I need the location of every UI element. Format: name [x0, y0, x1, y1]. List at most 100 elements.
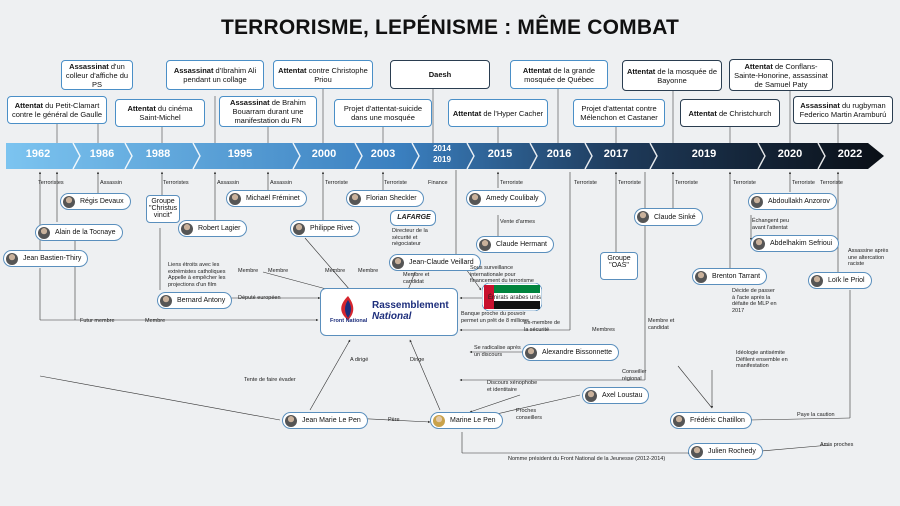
person-loustau[interactable]: Axel Loustau — [582, 387, 650, 404]
person-anzorov[interactable]: Abdoullakh Anzorov — [748, 193, 837, 210]
year-2015: 2015 — [487, 148, 513, 160]
person-hermant[interactable]: Claude Hermant — [476, 236, 554, 253]
year-1995: 1995 — [227, 148, 253, 160]
avatar — [38, 226, 50, 239]
group-oas[interactable]: Groupe "OAS" — [600, 252, 638, 280]
label-radicalise: Se radicalise après un discours — [474, 345, 521, 358]
label-membre-4: Membre — [325, 268, 346, 274]
person-antony[interactable]: Bernard Antony — [157, 292, 233, 309]
label-futur-membre: Futur membre — [80, 318, 115, 324]
person-tocnaye[interactable]: Alain de la Tocnaye — [35, 224, 123, 241]
group-christus-vincit[interactable]: Groupe "Christus vincit" — [146, 195, 180, 223]
year-2003: 2003 — [370, 148, 396, 160]
label-assassin-2: Assassin — [217, 180, 240, 186]
year-2000: 2000 — [311, 148, 337, 160]
event-quebec: Attentat de la grande mosquée de Québec — [510, 60, 608, 89]
year-2019-b: 2019 — [691, 148, 717, 160]
label-vente-armes: Vente d'armes — [500, 219, 535, 225]
person-rivet[interactable]: Philippe Rivet — [290, 220, 360, 237]
event-melenchon: Projet d'attentat contre Mélenchon et Ca… — [573, 99, 665, 127]
label-membre-candidat-2: Membre et candidat — [648, 318, 675, 331]
avatar — [751, 195, 763, 208]
year-1962: 1962 — [25, 148, 51, 160]
label-terroriste-7: Terroriste — [733, 180, 756, 186]
year-2022: 2022 — [837, 148, 863, 160]
avatar — [695, 270, 707, 283]
person-coulibaly[interactable]: Amedy Coulibaly — [466, 190, 546, 207]
label-directeur: Directeur de la sécurité et négociateur — [392, 228, 428, 247]
label-membre-3: Membre — [268, 268, 289, 274]
label-surveillance: Sous surveillance internationale pour fi… — [470, 265, 534, 284]
avatar — [349, 192, 361, 205]
person-freminet[interactable]: Michaël Fréminet — [226, 190, 307, 207]
avatar — [63, 195, 75, 208]
label-terroriste-3: Terroriste — [500, 180, 523, 186]
label-echangent: Échangent peu avant l'attentat — [752, 218, 790, 231]
label-ex-membre: Ex-membre de la sécurité — [524, 320, 561, 333]
avatar — [293, 222, 305, 235]
label-membre-2: Membre — [238, 268, 259, 274]
label-ideologie: Idéologie antisémite Défilent ensemble e… — [736, 350, 788, 369]
avatar — [433, 414, 445, 427]
year-2019-a: 2019 — [433, 155, 451, 164]
label-decide: Décide de passer à l'acte après la défai… — [732, 288, 777, 314]
uae-label: Émirats arabes unis — [488, 295, 542, 301]
person-le-priol[interactable]: Loïk le Priol — [808, 272, 872, 289]
label-assassin-3: Assassin — [270, 180, 293, 186]
person-bastien-thiry[interactable]: Jean Bastien-Thiry — [3, 250, 89, 267]
person-tarrant[interactable]: Brenton Tarrant — [692, 268, 768, 285]
avatar — [6, 252, 18, 265]
uae-flag-icon — [482, 283, 542, 311]
person-bissonnette[interactable]: Alexandre Bissonnette — [522, 344, 620, 361]
person-rochedy[interactable]: Julien Rochedy — [688, 443, 763, 460]
event-colleur-ps: Assassinat d'un colleur d'affiche du PS — [61, 60, 133, 90]
label-banque: Banque proche du pouvoir permet un prêt … — [461, 311, 529, 324]
person-sefrioui[interactable]: Abdelhakim Sefrioui — [750, 235, 840, 252]
person-sheckler[interactable]: Florian Sheckler — [346, 190, 424, 207]
event-mosquee-projet: Projet d'attentat-suicide dans une mosqu… — [334, 99, 432, 127]
label-dirige: Dirige — [410, 357, 425, 363]
label-terroriste-8: Terroriste — [792, 180, 815, 186]
person-chatillon[interactable]: Frédéric Chatillon — [670, 412, 752, 429]
person-sinke[interactable]: Claude Sinké — [634, 208, 703, 226]
avatar — [160, 294, 172, 307]
label-paye: Paye la caution — [797, 412, 835, 418]
avatar — [229, 192, 241, 205]
label-terroristes-2: Terroristes — [163, 180, 189, 186]
label-tente: Tente de faire évader — [244, 377, 296, 383]
label-membre-1: Membre — [145, 318, 166, 324]
person-lagier[interactable]: Robert Lagier — [178, 220, 248, 237]
label-pere: Père — [388, 417, 400, 423]
label-terroriste-1: Terroriste — [325, 180, 348, 186]
event-cinema: Attentat du cinéma Saint-Michel — [115, 99, 205, 127]
fn-logo-text: Front National — [330, 318, 368, 324]
timeline-band — [6, 143, 884, 169]
year-2016: 2016 — [546, 148, 572, 160]
label-terroristes-1: Terroristes — [38, 180, 64, 186]
label-terroriste-4: Terroriste — [574, 180, 597, 186]
avatar — [525, 346, 537, 359]
event-conflans: Attentat de Conflans-Sainte-Honorine, as… — [729, 59, 833, 91]
label-amis: Amis proches — [820, 442, 854, 448]
label-terroriste-2: Terroriste — [384, 180, 407, 186]
avatar — [285, 414, 297, 427]
page-title: TERRORISME, LEPÉNISME : MÊME COMBAT — [220, 16, 680, 39]
label-terroriste-9: Terroriste — [820, 180, 843, 186]
org-lafarge-box[interactable] — [390, 210, 436, 226]
label-assassine: Assassine après une altercation raciste — [848, 248, 889, 267]
event-petit-clamart: Attentat du Petit-Clamart contre le géné… — [7, 96, 107, 124]
person-marine-le-pen[interactable]: Marine Le Pen — [430, 412, 503, 429]
label-liens: Liens étroits avec les extrémistes catho… — [168, 262, 226, 288]
person-devaux[interactable]: Régis Devaux — [60, 193, 131, 210]
year-2020: 2020 — [777, 148, 803, 160]
front-national-logo — [341, 296, 354, 320]
event-hyper-cacher: Attentat de l'Hyper Cacher — [448, 99, 548, 127]
label-finance: Finance — [428, 180, 448, 186]
person-jean-marie-le-pen[interactable]: Jean Marie Le Pen — [282, 412, 368, 429]
label-conseiller: Conseiller régional — [622, 369, 647, 382]
person-veillard[interactable]: Jean-Claude Veillard — [389, 254, 481, 271]
avatar — [585, 389, 597, 402]
